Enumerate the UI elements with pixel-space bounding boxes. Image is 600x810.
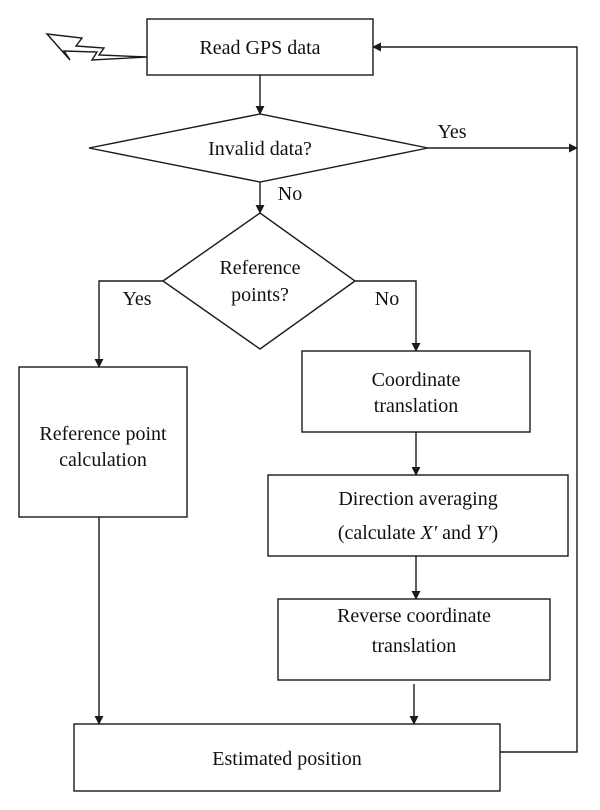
line2-prefix: (calculate bbox=[338, 522, 421, 544]
direction-averaging-line1: Direction averaging bbox=[338, 488, 497, 510]
y-prime-variable: Y′ bbox=[476, 522, 492, 544]
estimated-position-node: Estimated position bbox=[73, 723, 501, 792]
coordinate-translation-node: Coordinate translation bbox=[301, 350, 531, 433]
reverse-coordinate-translation-node: Reverse coordinate translation bbox=[277, 598, 551, 681]
line2-and: and bbox=[437, 522, 476, 544]
reverse-coordinate-translation-line2: translation bbox=[372, 635, 456, 657]
edge-loop-back-to-read bbox=[372, 42, 578, 753]
direction-averaging-line2: (calculate X′ and Y′) bbox=[338, 522, 498, 544]
reference-points-decision: Reference points? bbox=[161, 212, 357, 350]
reference-yes-label: Yes bbox=[122, 288, 151, 310]
reference-no-label: No bbox=[375, 288, 399, 310]
lightning-bolt-icon bbox=[45, 33, 148, 61]
read-gps-data-node: Read GPS data bbox=[146, 18, 374, 76]
reference-point-calculation-line1: Reference point bbox=[39, 423, 167, 445]
invalid-data-label: Invalid data? bbox=[208, 138, 312, 160]
edge-reference-no-to-translation bbox=[355, 280, 421, 352]
invalid-data-decision: Invalid data? bbox=[88, 113, 429, 183]
coordinate-translation-line2: translation bbox=[374, 395, 458, 417]
invalid-no-label: No bbox=[278, 183, 302, 205]
edge-reference-yes-to-calc bbox=[94, 280, 163, 368]
coordinate-translation-line1: Coordinate bbox=[372, 369, 461, 391]
estimated-position-label: Estimated position bbox=[212, 748, 361, 770]
reference-point-calculation-node: Reference point calculation bbox=[18, 366, 188, 518]
reference-points-label-line2: points? bbox=[231, 284, 289, 306]
direction-averaging-node: Direction averaging (calculate X′ and Y′… bbox=[267, 474, 569, 557]
x-prime-variable: X′ bbox=[420, 522, 438, 544]
read-gps-data-label: Read GPS data bbox=[199, 37, 320, 59]
reverse-coordinate-translation-line1: Reverse coordinate bbox=[337, 605, 491, 627]
invalid-yes-label: Yes bbox=[437, 121, 466, 143]
line2-suffix: ) bbox=[492, 522, 499, 544]
reference-point-calculation-line2: calculation bbox=[59, 449, 147, 471]
reference-points-label-line1: Reference bbox=[219, 257, 300, 279]
